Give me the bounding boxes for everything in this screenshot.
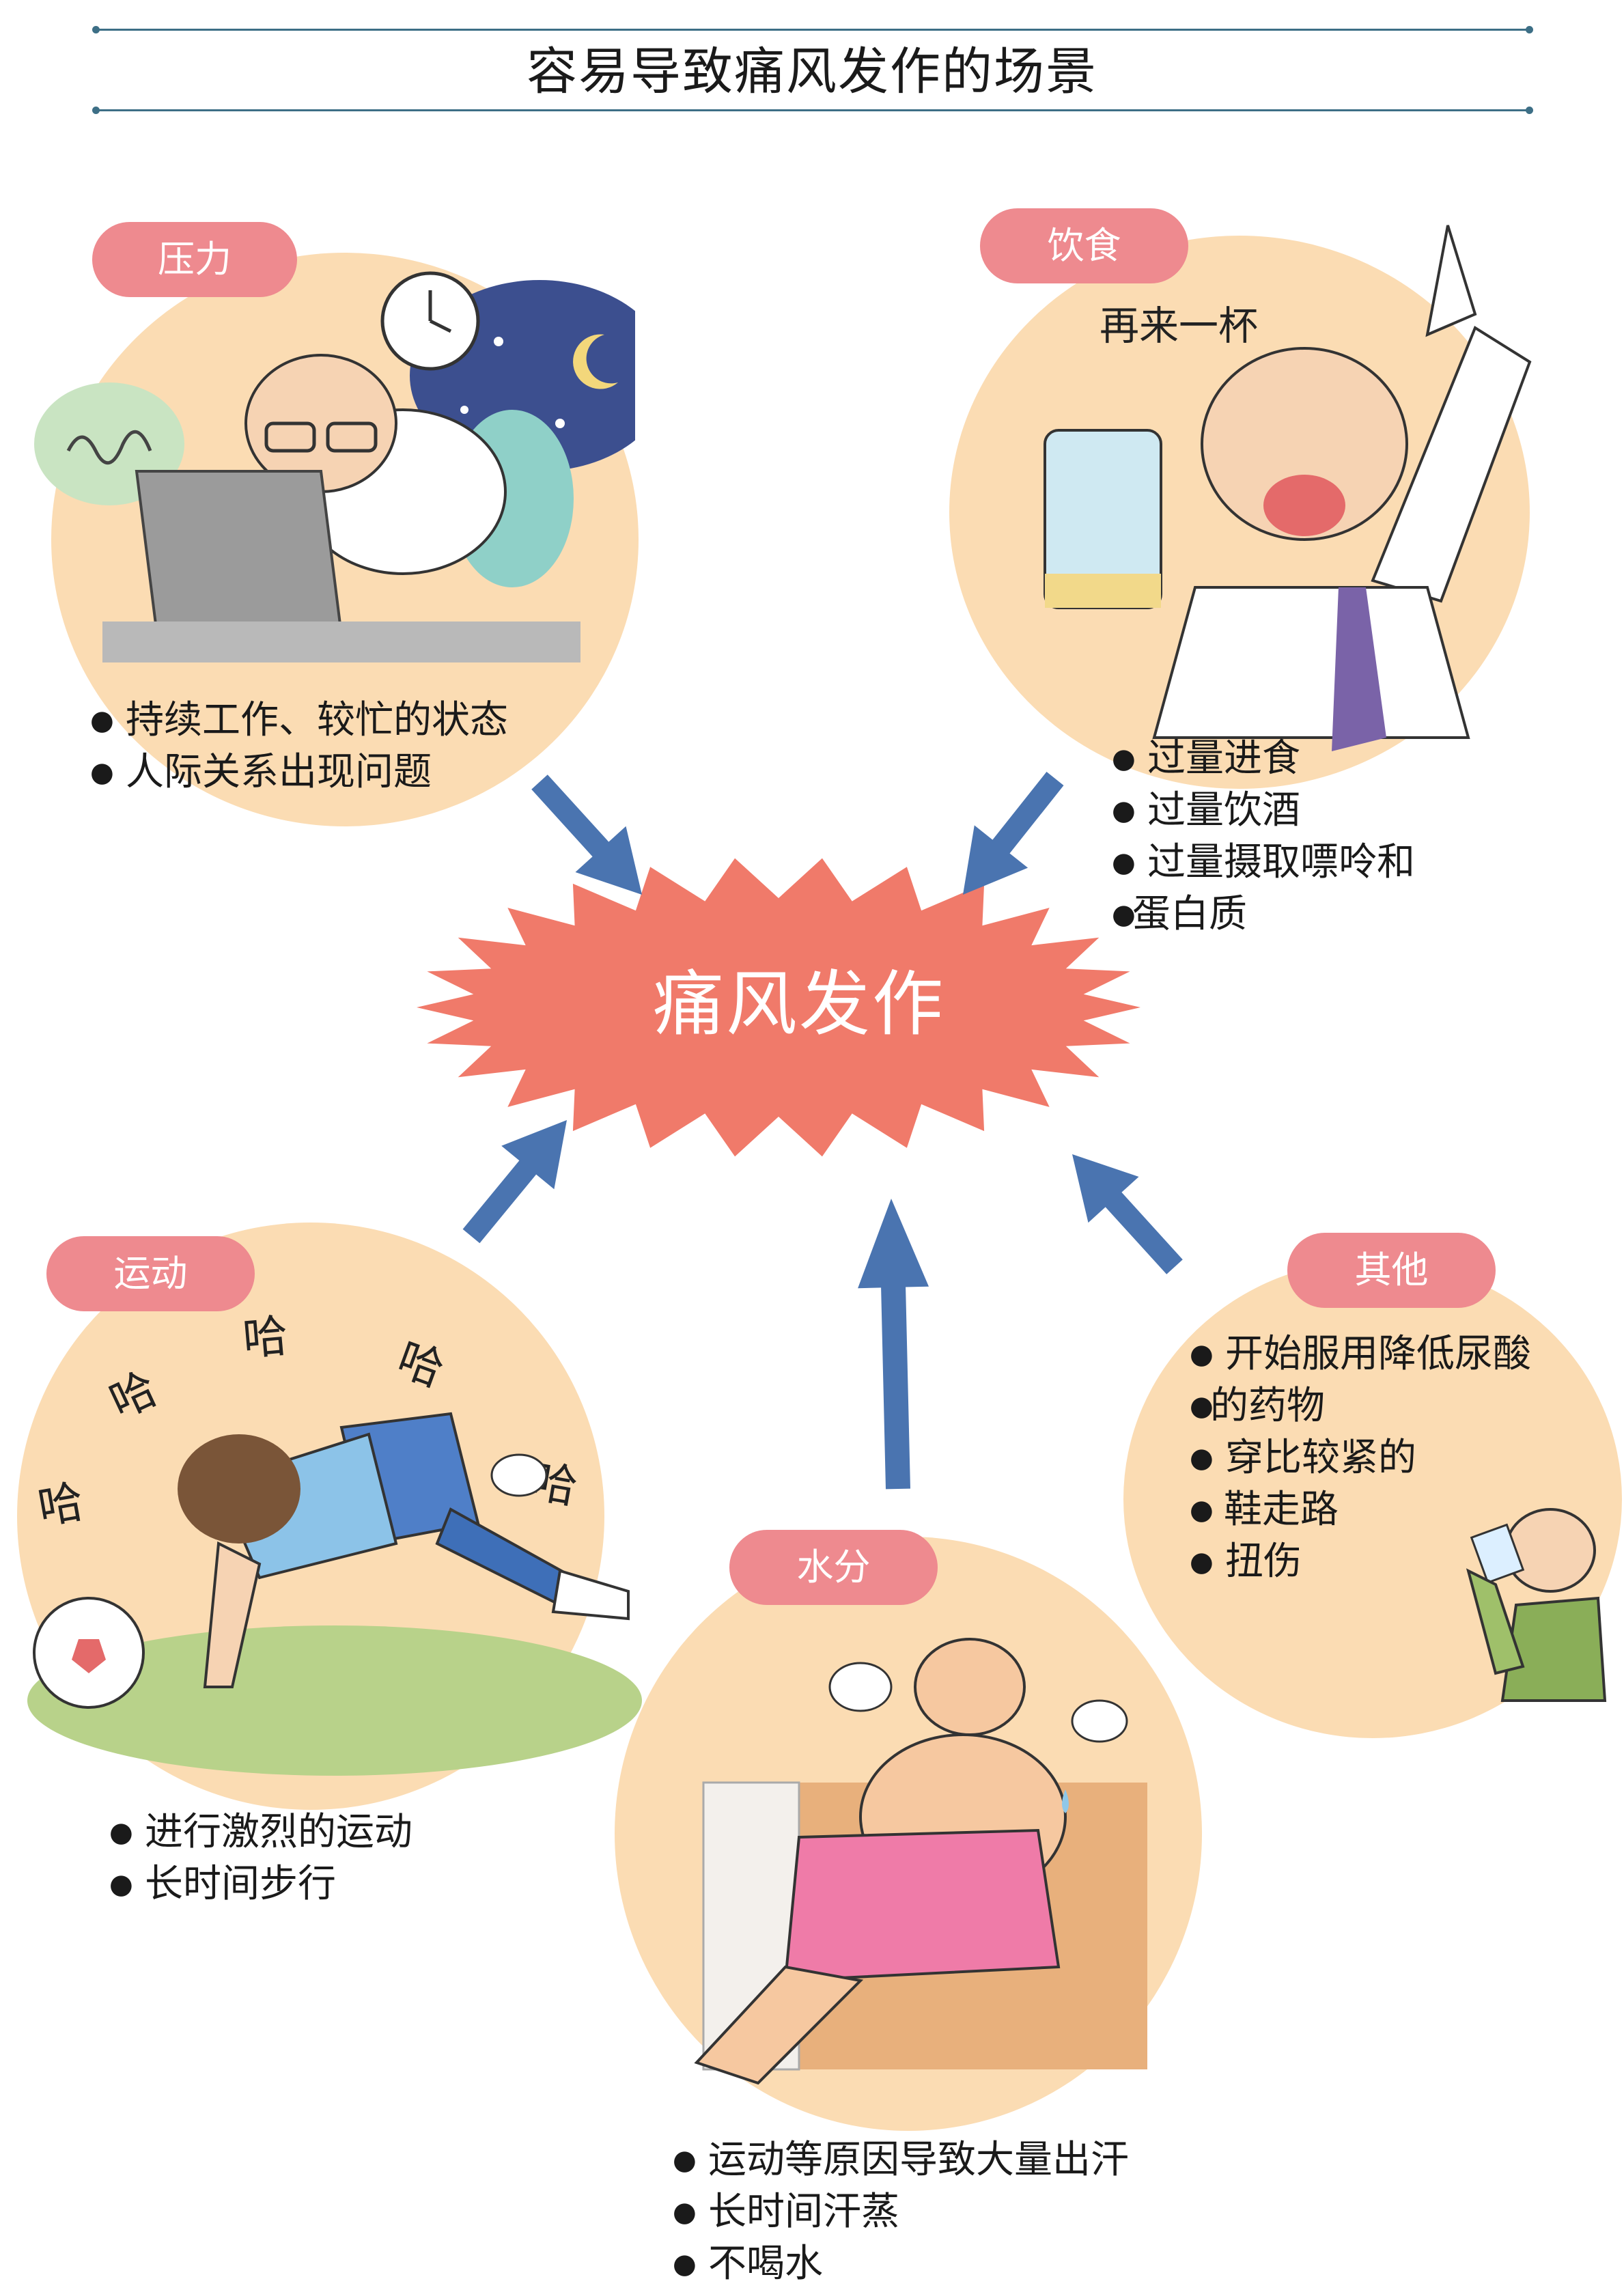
other-bullets: 开始服用降低尿酸 的药物 穿比较紧的 鞋走路 扭伤 [1190,1328,1531,1588]
water-bullet: 运动等原因导致大量出汗 [673,2134,1129,2186]
arrow-from-other [1072,1154,1183,1274]
runner-head [178,1434,300,1544]
gout-attack-burst [417,858,1140,1157]
open-mouth [1263,475,1345,536]
desk [102,622,580,662]
sneaker-icon [551,1569,630,1621]
stress-illustration [34,271,635,662]
water-bullet: 不喝水 [673,2238,1129,2290]
exercise-label: 运动 [46,1236,255,1311]
diet-bullet: 过量进食 [1112,733,1415,785]
other-label: 其他 [1287,1233,1496,1308]
arrow-from-stress [531,774,642,895]
clock-hands [428,290,452,333]
other-bullet: 穿比较紧的 [1190,1432,1531,1484]
star-icon [555,419,565,428]
laptop-icon [135,470,344,637]
other-bullet: 扭伤 [1190,1536,1531,1588]
water-bullet: 长时间汗蒸 [673,2186,1129,2238]
sauna-legs [694,1965,864,2085]
runner-leg [435,1507,576,1607]
pink-shorts [783,1828,1061,1983]
pointing-finger-icon [1425,225,1477,337]
moon-icon [573,334,618,389]
glasses [326,421,378,453]
diet-illustration [1044,225,1532,751]
stress-bullet: 持续工作、较忙的状态 [90,695,508,746]
page-title: 容易导致痛风发作的场景 [527,42,1097,101]
stress-bullets: 持续工作、较忙的状态 人际关系出现问题 [90,695,508,798]
stress-label: 压力 [92,222,297,297]
glasses [264,421,316,453]
arrow-from-exercise [462,1120,567,1244]
diet-label: 饮食 [980,208,1188,283]
exercise-bullet: 进行激烈的运动 [109,1806,412,1858]
bottom-rule [92,107,1533,114]
beer-foam [1045,574,1161,608]
diet-bullet: 过量饮酒 [1112,785,1415,837]
water-label: 水分 [729,1530,938,1605]
other-bullet-continued: 的药物 [1190,1380,1531,1432]
shirt [1152,586,1470,739]
water-illustration [694,1638,1147,2085]
star-icon [494,337,503,346]
diet-bullet: 过量摄取嘌呤和 [1112,837,1415,889]
star-icon [460,406,468,414]
other-bullet-continued: 鞋走路 [1190,1484,1531,1536]
drinker-head [1201,347,1408,541]
diet-bullet-continued: 蛋白质 [1112,889,1415,940]
scribble-icon [66,430,152,465]
stress-bullet: 人际关系出现问题 [90,746,508,798]
speech-text: 再来一杯 [1100,303,1259,349]
sauna-head [914,1638,1026,1736]
panting-text: 哈 [240,1309,290,1366]
center-label: 痛风发作 [652,962,945,1046]
arrow-from-diet [963,772,1064,895]
exercise-bullet: 长时间步行 [109,1858,412,1910]
grass [27,1625,642,1776]
water-bullets: 运动等原因导致大量出汗 长时间汗蒸 不喝水 [673,2134,1129,2290]
runner-arm [203,1541,262,1688]
soccer-ball-patch [72,1639,106,1673]
exercise-illustration [27,1412,642,1776]
exercise-bullets: 进行激烈的运动 长时间步行 [109,1806,412,1910]
other-bullet: 开始服用降低尿酸 [1190,1328,1531,1380]
steam-puff [828,1662,893,1712]
breath-puff [490,1453,548,1497]
sweat-drop-icon [1062,1789,1069,1813]
top-rule [92,26,1533,33]
steam-puff [1071,1699,1128,1743]
arrow-from-water [858,1199,929,1490]
diet-bullets: 过量进食 过量饮酒 过量摄取嘌呤和 蛋白质 [1112,733,1415,940]
necktie-icon [1332,587,1386,751]
